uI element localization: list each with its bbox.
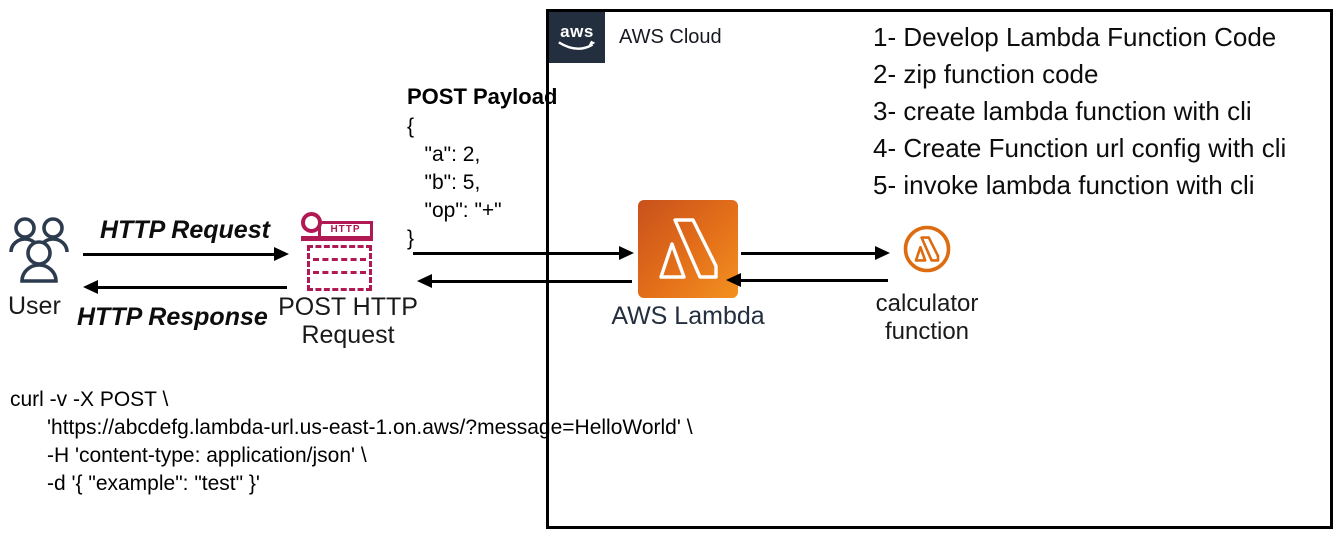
post-http-label: POST HTTP Request bbox=[278, 293, 418, 349]
aws-cloud-label: AWS Cloud bbox=[619, 26, 722, 48]
payload-line: { bbox=[407, 115, 415, 138]
post-http-banner: HTTP bbox=[318, 221, 373, 236]
lambda-to-calculator-arrow bbox=[741, 246, 890, 260]
step-item: 3- create lambda function with cli bbox=[873, 96, 1252, 126]
user-group-icon bbox=[9, 217, 69, 283]
http-request-label: HTTP Request bbox=[100, 216, 270, 244]
lambda-to-post-arrow bbox=[417, 274, 632, 288]
lambda-glyph-icon bbox=[659, 218, 718, 279]
post-http-dotted-grid bbox=[307, 245, 372, 291]
step-item: 5- invoke lambda function with cli bbox=[873, 170, 1255, 200]
step-item: 1- Develop Lambda Function Code bbox=[873, 22, 1277, 52]
http-response-label: HTTP Response bbox=[77, 303, 268, 331]
http-response-arrow bbox=[83, 280, 287, 294]
aws-smile-icon bbox=[558, 40, 596, 50]
curl-command-block: curl -v -X POST \ 'https://abcdefg.lambd… bbox=[10, 386, 693, 498]
calculator-to-lambda-arrow bbox=[726, 273, 888, 287]
aws-logo-text: aws bbox=[560, 21, 594, 41]
curl-line: -H 'content-type: application/json' \ bbox=[47, 444, 367, 467]
curl-line: 'https://abcdefg.lambda-url.us-east-1.on… bbox=[47, 416, 693, 439]
steps-list: 1- Develop Lambda Function Code 2- zip f… bbox=[873, 19, 1286, 204]
calculator-function-label: calculator function bbox=[875, 290, 979, 345]
curl-line: -d '{ "example": "test" }' bbox=[47, 472, 260, 495]
aws-logo-badge: aws bbox=[549, 12, 605, 63]
post-to-lambda-arrow bbox=[413, 246, 634, 260]
payload-line: "a": 2, bbox=[407, 143, 481, 166]
post-http-icon: HTTP bbox=[300, 212, 378, 291]
http-request-arrow bbox=[83, 247, 289, 261]
payload-line: } bbox=[407, 227, 415, 250]
payload-line: "b": 5, bbox=[407, 171, 481, 194]
step-item: 2- zip function code bbox=[873, 59, 1099, 89]
aws-lambda-icon bbox=[638, 200, 738, 298]
user-label: User bbox=[8, 292, 61, 320]
post-http-bar bbox=[301, 236, 373, 241]
post-http-banner-text: HTTP bbox=[330, 224, 361, 235]
aws-cloud-box: aws AWS Cloud bbox=[546, 9, 1333, 529]
aws-lambda-label: AWS Lambda bbox=[611, 302, 765, 330]
post-payload-block: POST Payload { "a": 2, "b": 5, "op": "+"… bbox=[407, 84, 557, 253]
post-payload-title: POST Payload bbox=[407, 84, 558, 109]
step-item: 4- Create Function url config with cli bbox=[873, 133, 1287, 163]
payload-line: "op": "+" bbox=[407, 199, 502, 222]
calculator-function-icon bbox=[903, 225, 951, 273]
curl-line: curl -v -X POST \ bbox=[10, 388, 169, 411]
